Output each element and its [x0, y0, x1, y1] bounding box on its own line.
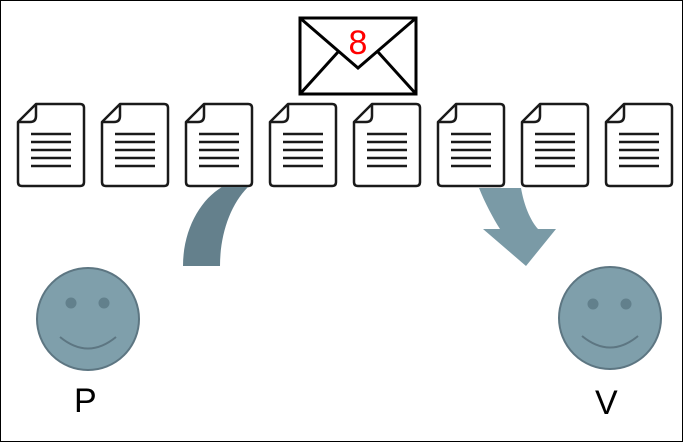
document-row [16, 102, 674, 188]
document-icon [520, 102, 590, 188]
document-icon [16, 102, 86, 188]
person-label-p: P [74, 382, 97, 420]
incoming-arrow-to-v [479, 188, 556, 266]
document-icon [604, 102, 674, 188]
document-icon [100, 102, 170, 188]
envelope-number: 8 [348, 24, 368, 62]
document-icon [268, 102, 338, 188]
document-icon [352, 102, 422, 188]
person-v-smiley-face-icon [558, 266, 662, 370]
person-label-v: V [595, 384, 618, 422]
document-icon [184, 102, 254, 188]
document-icon [436, 102, 506, 188]
envelope-icon [298, 16, 418, 96]
person-p-smiley-face-icon [36, 267, 140, 371]
outgoing-arrow-from-p [183, 187, 248, 266]
